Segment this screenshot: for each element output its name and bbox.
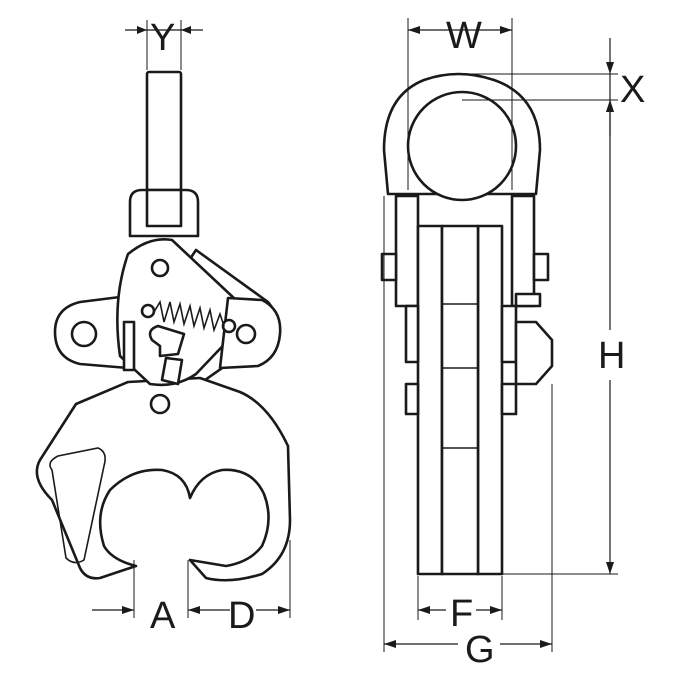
side-plate-left-upper	[394, 194, 420, 308]
cam-pin-top	[150, 258, 170, 278]
shackle-bar-lower	[145, 188, 183, 228]
spring	[153, 299, 225, 333]
front-view	[35, 70, 292, 582]
latch-hook	[148, 324, 186, 358]
spring-anchor-left	[140, 303, 156, 319]
lower-bolt-right	[500, 382, 518, 416]
label-d: D	[228, 595, 255, 637]
jaw-pad	[49, 447, 106, 564]
label-g: G	[465, 629, 495, 671]
spring-anchor-right	[221, 318, 237, 334]
jaw-core	[440, 224, 480, 576]
side-bolt-right	[532, 252, 550, 282]
label-x: X	[620, 69, 645, 111]
shackle-eye-hole	[406, 90, 518, 202]
label-a: A	[150, 595, 176, 637]
label-f: F	[450, 593, 473, 635]
mid-plate-left	[404, 304, 420, 364]
cam-plate	[116, 238, 243, 387]
lower-bolt-left	[404, 382, 420, 416]
latch-pin	[514, 292, 542, 308]
dimension-labels: Y W X H A D F G	[150, 15, 645, 671]
latch-tab	[160, 356, 184, 386]
side-bolt-left	[380, 252, 398, 282]
body-plate-right	[476, 224, 504, 576]
latch-lever	[122, 320, 136, 372]
label-w: W	[446, 15, 482, 57]
side-view	[380, 72, 554, 576]
mid-plate-right	[500, 304, 518, 364]
right-pivot-hole	[235, 323, 257, 345]
latch-housing	[514, 320, 554, 386]
lower-jaw	[35, 376, 292, 582]
body-plate-left	[416, 224, 444, 576]
dimensions	[92, 18, 618, 652]
label-y: Y	[150, 17, 175, 59]
side-plate-right-upper	[510, 194, 536, 308]
label-h: H	[598, 335, 625, 377]
left-pivot-hole	[70, 320, 98, 348]
cam-pin-bottom	[149, 393, 171, 415]
